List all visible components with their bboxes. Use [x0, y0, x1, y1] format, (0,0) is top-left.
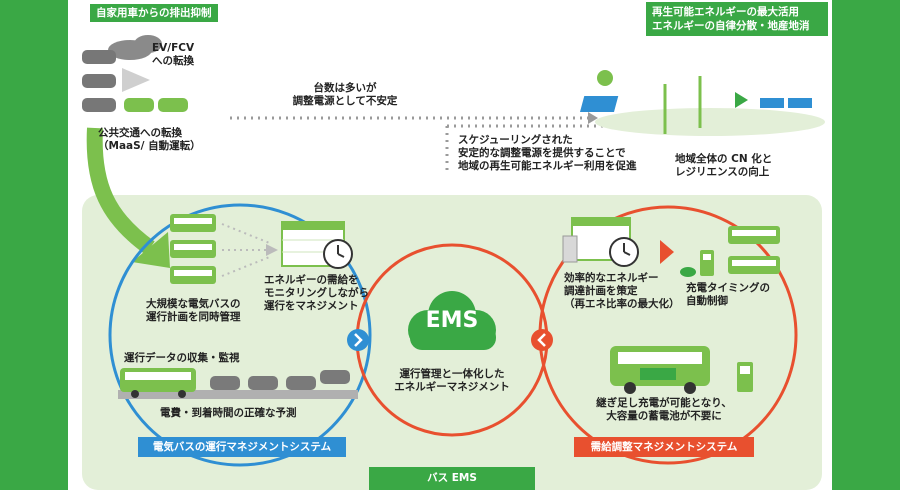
bus-ems-label: バス EMS: [369, 467, 535, 490]
big-bus-icon: [610, 346, 710, 394]
tag-renewable-energy: 再生可能エネルギーの最大活用 エネルギーの自律分散・地産地消: [646, 2, 828, 36]
bus-management-system-label: 電気バスの運行マネジメントシステム: [138, 437, 346, 457]
calendar-icon-right: [562, 217, 639, 267]
bus-icons-left: [170, 214, 216, 284]
chevron-right-icon: [347, 329, 369, 351]
calendar-icon-left: [281, 221, 353, 269]
road: [118, 390, 358, 399]
bus-icons-right: [728, 226, 780, 274]
bus-on-road-icon: [120, 368, 196, 398]
charging-station-icon: [737, 362, 753, 392]
charge-timing-text: 充電タイミングの 自動制御: [686, 282, 770, 307]
renewables-icon: [579, 70, 825, 136]
top-up-charging-text: 継ぎ足し充電が可能となり、 大容量の蓄電池が不要に: [596, 397, 732, 422]
charger-icon: [700, 250, 714, 276]
bus-calendar-links: [221, 223, 273, 277]
ems-cloud-icon: [408, 291, 496, 350]
unstable-text: 台数は多いが 調整電源として不安定: [292, 82, 398, 107]
leaf-icon: [680, 267, 696, 277]
car-icons: [210, 370, 350, 390]
regional-cn-text: 地域全体の CN 化と レジリエンスの向上: [675, 153, 773, 178]
large-scale-text: 大規模な電気バスの 運行計画を同時管理: [146, 298, 241, 323]
ev-arrow: [122, 68, 150, 92]
ems-label: EMS: [425, 308, 479, 333]
red-arrow-icon: [660, 240, 674, 264]
scheduling-text: スケジューリングされた 安定的な調整電源を提供することで 地域の再生可能エネルギ…: [458, 134, 637, 172]
transit-arrow-body: [86, 127, 155, 255]
dotted-arrow-top: [588, 112, 598, 124]
chevron-left-icon: [531, 329, 553, 351]
data-collection-text: 運行データの収集・監視: [124, 352, 240, 364]
integrated-ems-text: 運行管理と一体化した エネルギーマネジメント: [394, 368, 510, 393]
monitor-text: エネルギーの需給を モニタリングしながら 運行をマネジメント: [264, 274, 369, 312]
ev-fcv-text: EV/FCV への転換: [152, 42, 195, 67]
left-blue-circle: [108, 203, 372, 467]
public-transit-text: 公共交通への転換 （MaaS/ 自動運転）: [98, 127, 201, 152]
cars-top-left-icon: [82, 35, 188, 112]
supply-demand-system-label: 需給調整マネジメントシステム: [574, 437, 754, 457]
prediction-text: 電費・到着時間の正確な予測: [160, 407, 297, 419]
efficient-procurement-text: 効率的なエネルギー 調達計画を策定 （再エネ比率の最大化）: [564, 272, 680, 310]
tag-emission-control: 自家用車からの排出抑制: [90, 4, 218, 22]
transit-arrow-head: [132, 232, 170, 268]
